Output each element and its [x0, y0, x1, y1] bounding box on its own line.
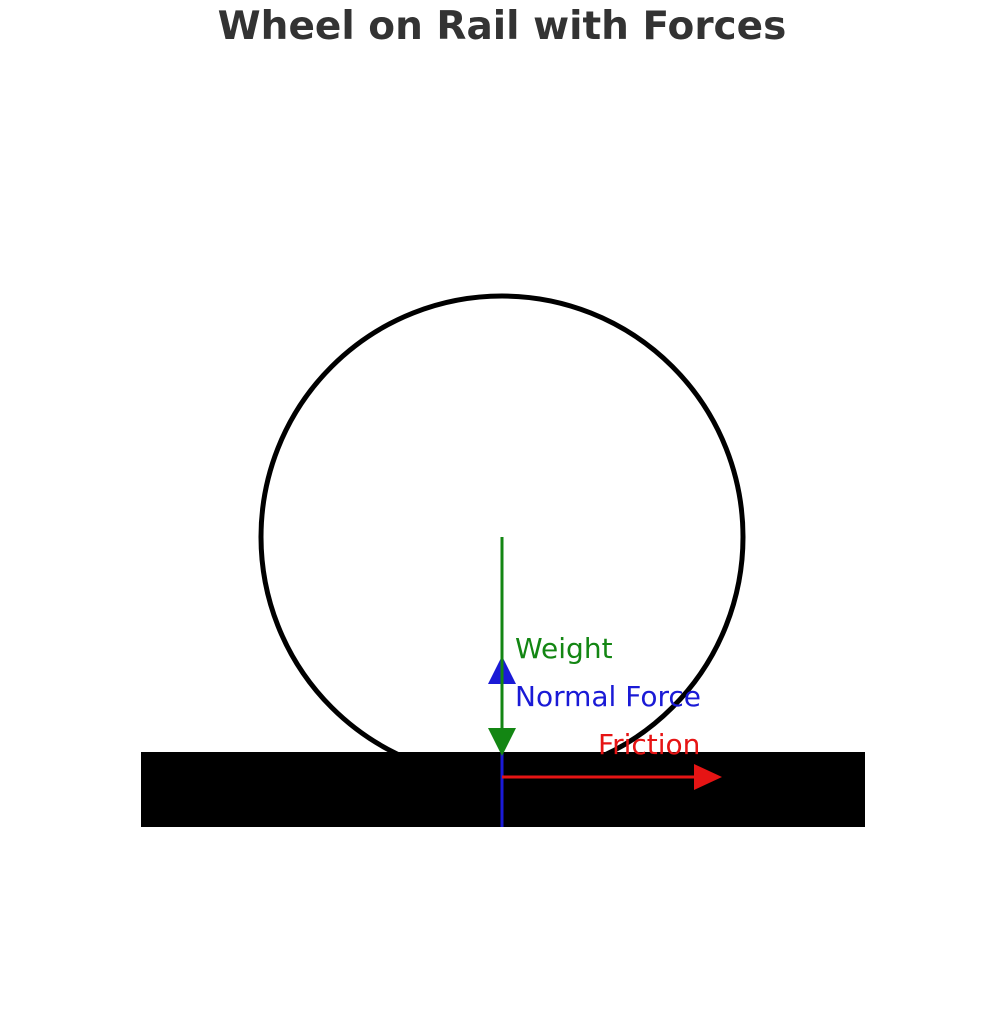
- normal-force-label: Normal Force: [515, 680, 701, 713]
- diagram-title: Wheel on Rail with Forces: [218, 4, 787, 49]
- friction-arrow: [502, 764, 722, 790]
- friction-arrowhead: [694, 764, 722, 790]
- weight-arrow: [488, 537, 516, 756]
- weight-label: Weight: [515, 632, 613, 665]
- friction-label: Friction: [598, 728, 700, 761]
- weight-arrowhead: [488, 728, 516, 756]
